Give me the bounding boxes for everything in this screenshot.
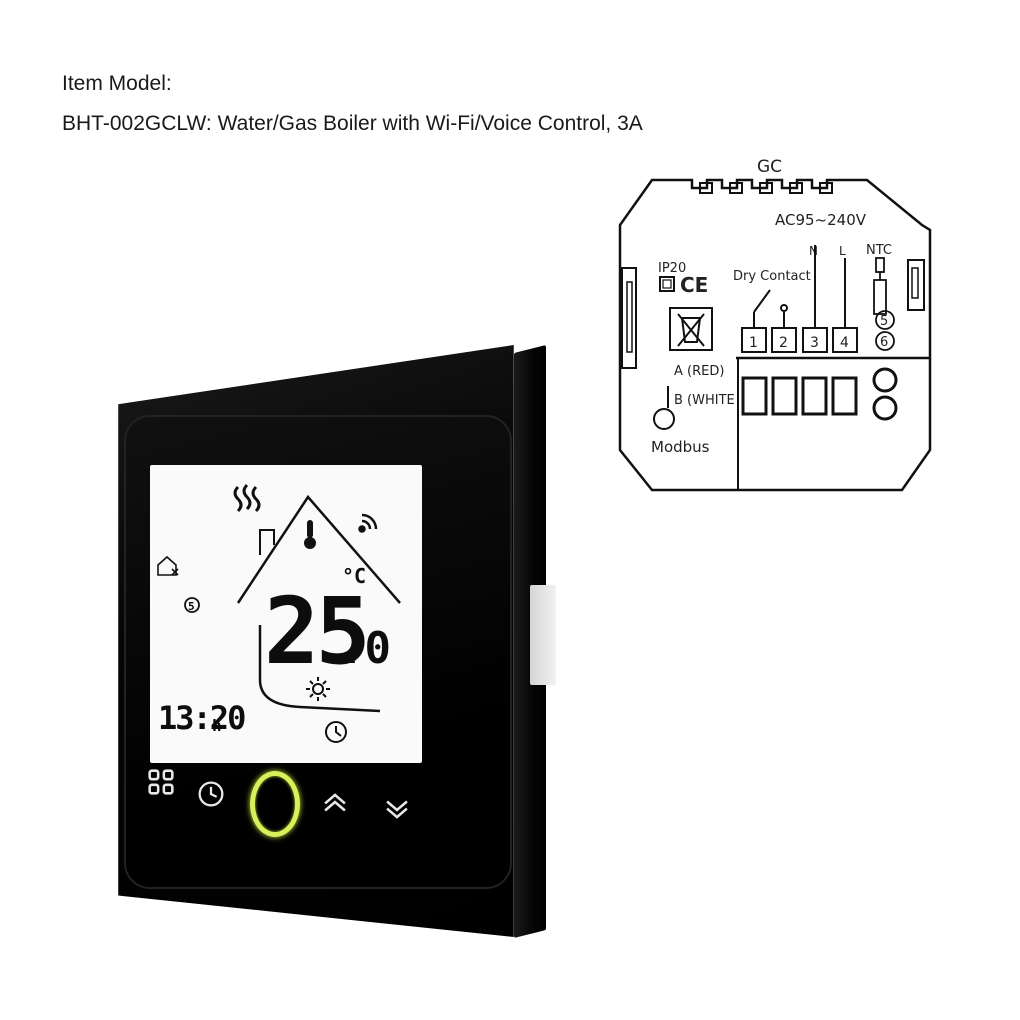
- time-suffix: h: [212, 716, 222, 735]
- power-ring-icon[interactable]: [250, 771, 300, 837]
- menu-grid-icon[interactable]: [144, 765, 178, 799]
- item-model-description: BHT-002GCLW: Water/Gas Boiler with Wi-Fi…: [62, 112, 643, 135]
- house-floor: [258, 625, 381, 713]
- diagram-ntc-label: NTC: [866, 243, 892, 258]
- thermometer-icon: [304, 520, 316, 549]
- program-number: 5: [188, 600, 195, 613]
- diagram-ip-rating: IP20: [658, 261, 686, 276]
- chevron-up-icon[interactable]: [318, 785, 352, 819]
- ntc-terminal-5: 5: [880, 314, 888, 329]
- chimney: [259, 529, 275, 555]
- terminal-row: 1 2 3 4: [741, 327, 858, 353]
- modbus-a-label: A (RED): [674, 364, 724, 379]
- temperature-decimal: .0: [338, 623, 391, 674]
- temperature-unit: °C: [342, 564, 366, 588]
- clock-icon: [325, 721, 347, 743]
- top-tabs: [699, 182, 833, 194]
- terminal-block: [741, 367, 898, 421]
- terminal-3: 3: [810, 335, 819, 351]
- wiring-diagram: GC AC95~240V IP20 CE Dry Contact N L NTC…: [618, 157, 932, 492]
- diagram-l-label: L: [839, 244, 846, 258]
- terminal-1: 1: [749, 335, 758, 351]
- house-outline: [236, 494, 401, 604]
- diagram-voltage: AC95~240V: [775, 211, 867, 229]
- diagram-dry-contact: Dry Contact: [733, 269, 811, 284]
- home-settings-icon: [157, 555, 179, 576]
- program-number-badge: [184, 597, 200, 613]
- modbus-connector-icon: [653, 386, 675, 430]
- sun-icon: [306, 677, 330, 701]
- ntc-probe: [873, 257, 895, 351]
- schedule-clock-icon[interactable]: [194, 777, 228, 811]
- diagram-model-code: GC: [757, 157, 782, 177]
- ntc-terminal-6: 6: [880, 335, 888, 350]
- modbus-label: Modbus: [651, 438, 710, 456]
- heating-waves-icon: [233, 483, 261, 513]
- right-bracket-slot: [911, 267, 919, 299]
- left-bracket-slot: [626, 281, 633, 353]
- ip-rating-box-icon: [659, 276, 675, 292]
- chevron-down-icon[interactable]: [380, 793, 414, 827]
- weee-bin-icon: [669, 307, 713, 351]
- terminal-4: 4: [840, 335, 849, 351]
- left-bracket: [621, 267, 637, 369]
- dry-contact-switch: [753, 245, 846, 328]
- time-value: 13:20: [158, 699, 245, 737]
- wifi-icon: [358, 513, 378, 533]
- ce-mark-icon: CE: [680, 273, 708, 297]
- terminal-2: 2: [779, 335, 788, 351]
- thermostat-mount-clip: [530, 585, 556, 685]
- right-bracket: [907, 259, 925, 311]
- diagram-n-label: N: [809, 244, 818, 258]
- lcd-screen: 5 25 .0 °C 13:20 h: [150, 465, 422, 763]
- temperature-value: 25: [264, 578, 367, 685]
- thermostat-device: 5 25 .0 °C 13:20 h: [110, 345, 580, 945]
- modbus-b-label: B (WHITE: [674, 393, 735, 408]
- item-model-label: Item Model:: [62, 72, 172, 95]
